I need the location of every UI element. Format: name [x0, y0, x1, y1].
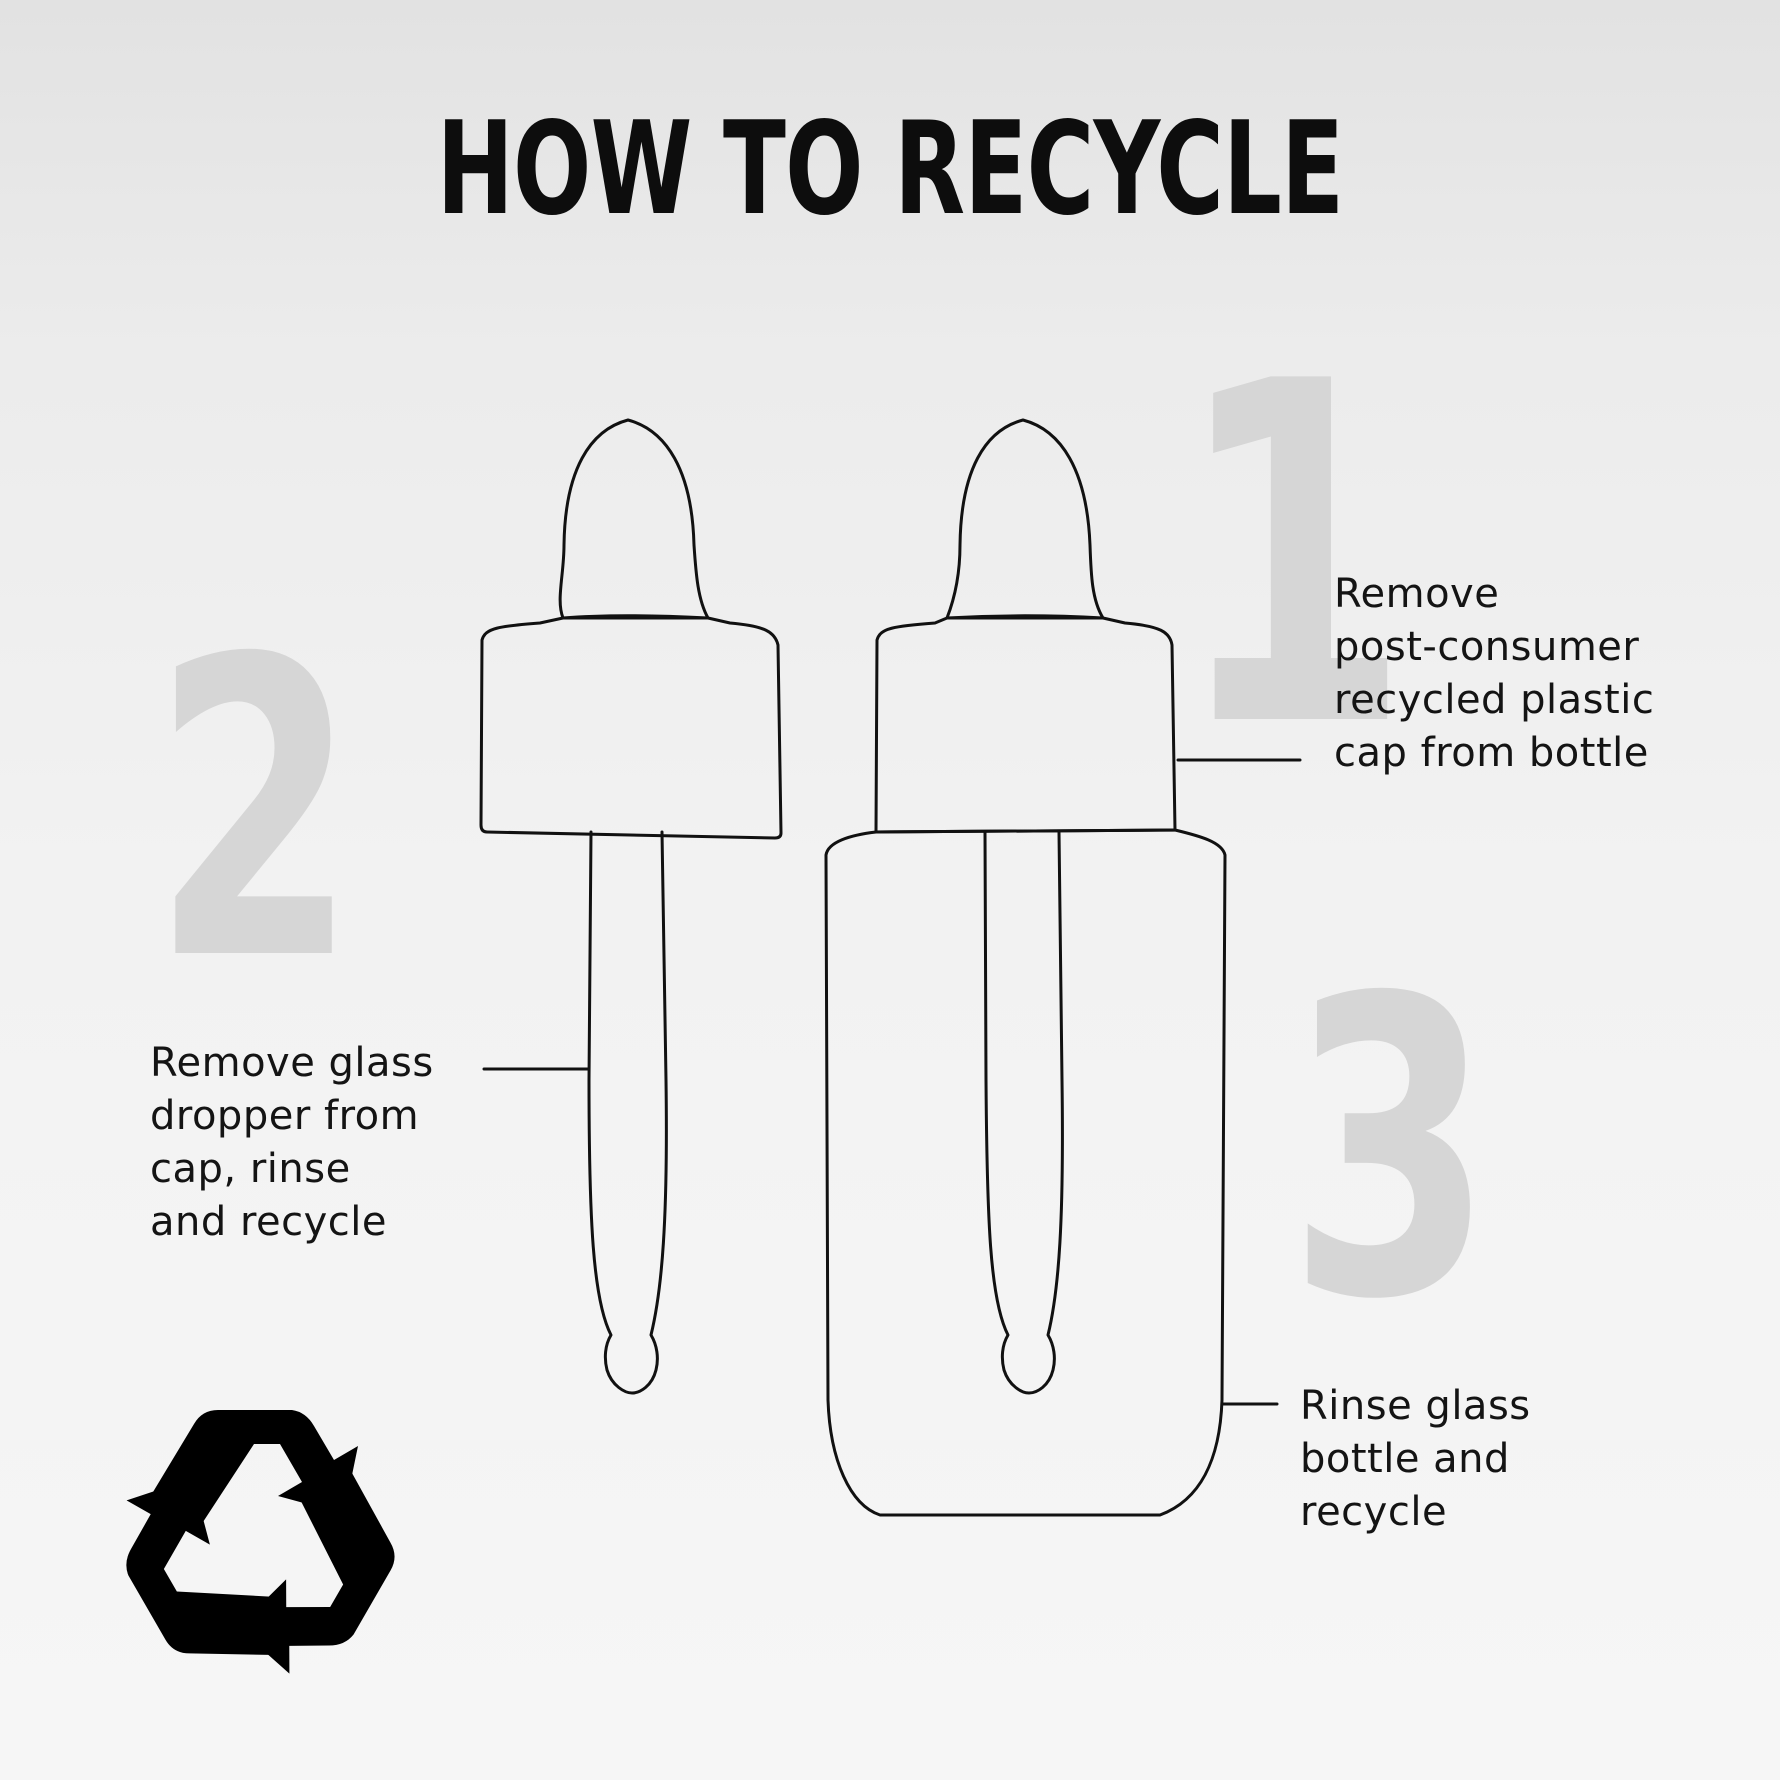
recycle-arrow-top: [153, 1410, 358, 1522]
bottle-dropper-bulb: [945, 418, 1105, 620]
dropper-icon: [479, 418, 783, 1395]
bottle-cap: [874, 614, 1177, 834]
step-3-number: 3: [1288, 911, 1494, 1389]
recycle-icon: [126, 1410, 395, 1674]
step-3-text: Rinse glass bottle and recycle: [1300, 1383, 1531, 1535]
bottle-with-dropper-icon: [824, 418, 1227, 1517]
step-2-number: 2: [152, 572, 358, 1050]
dropper-bulb: [558, 418, 710, 620]
recycle-arrow-left: [237, 1473, 395, 1674]
dropper-collar: [479, 614, 783, 840]
bottle-pipette: [983, 830, 1064, 1395]
step-1-text: Remove post-consumer recycled plastic ca…: [1334, 571, 1655, 776]
bottle-body: [824, 828, 1227, 1517]
dropper-pipette: [587, 830, 668, 1395]
step-1-number: 1: [1175, 283, 1411, 830]
page-title: HOW TO RECYCLE: [436, 95, 1344, 244]
step-2-text: Remove glass dropper from cap, rinse and…: [150, 1040, 434, 1245]
recycle-arrow-right: [126, 1478, 270, 1655]
